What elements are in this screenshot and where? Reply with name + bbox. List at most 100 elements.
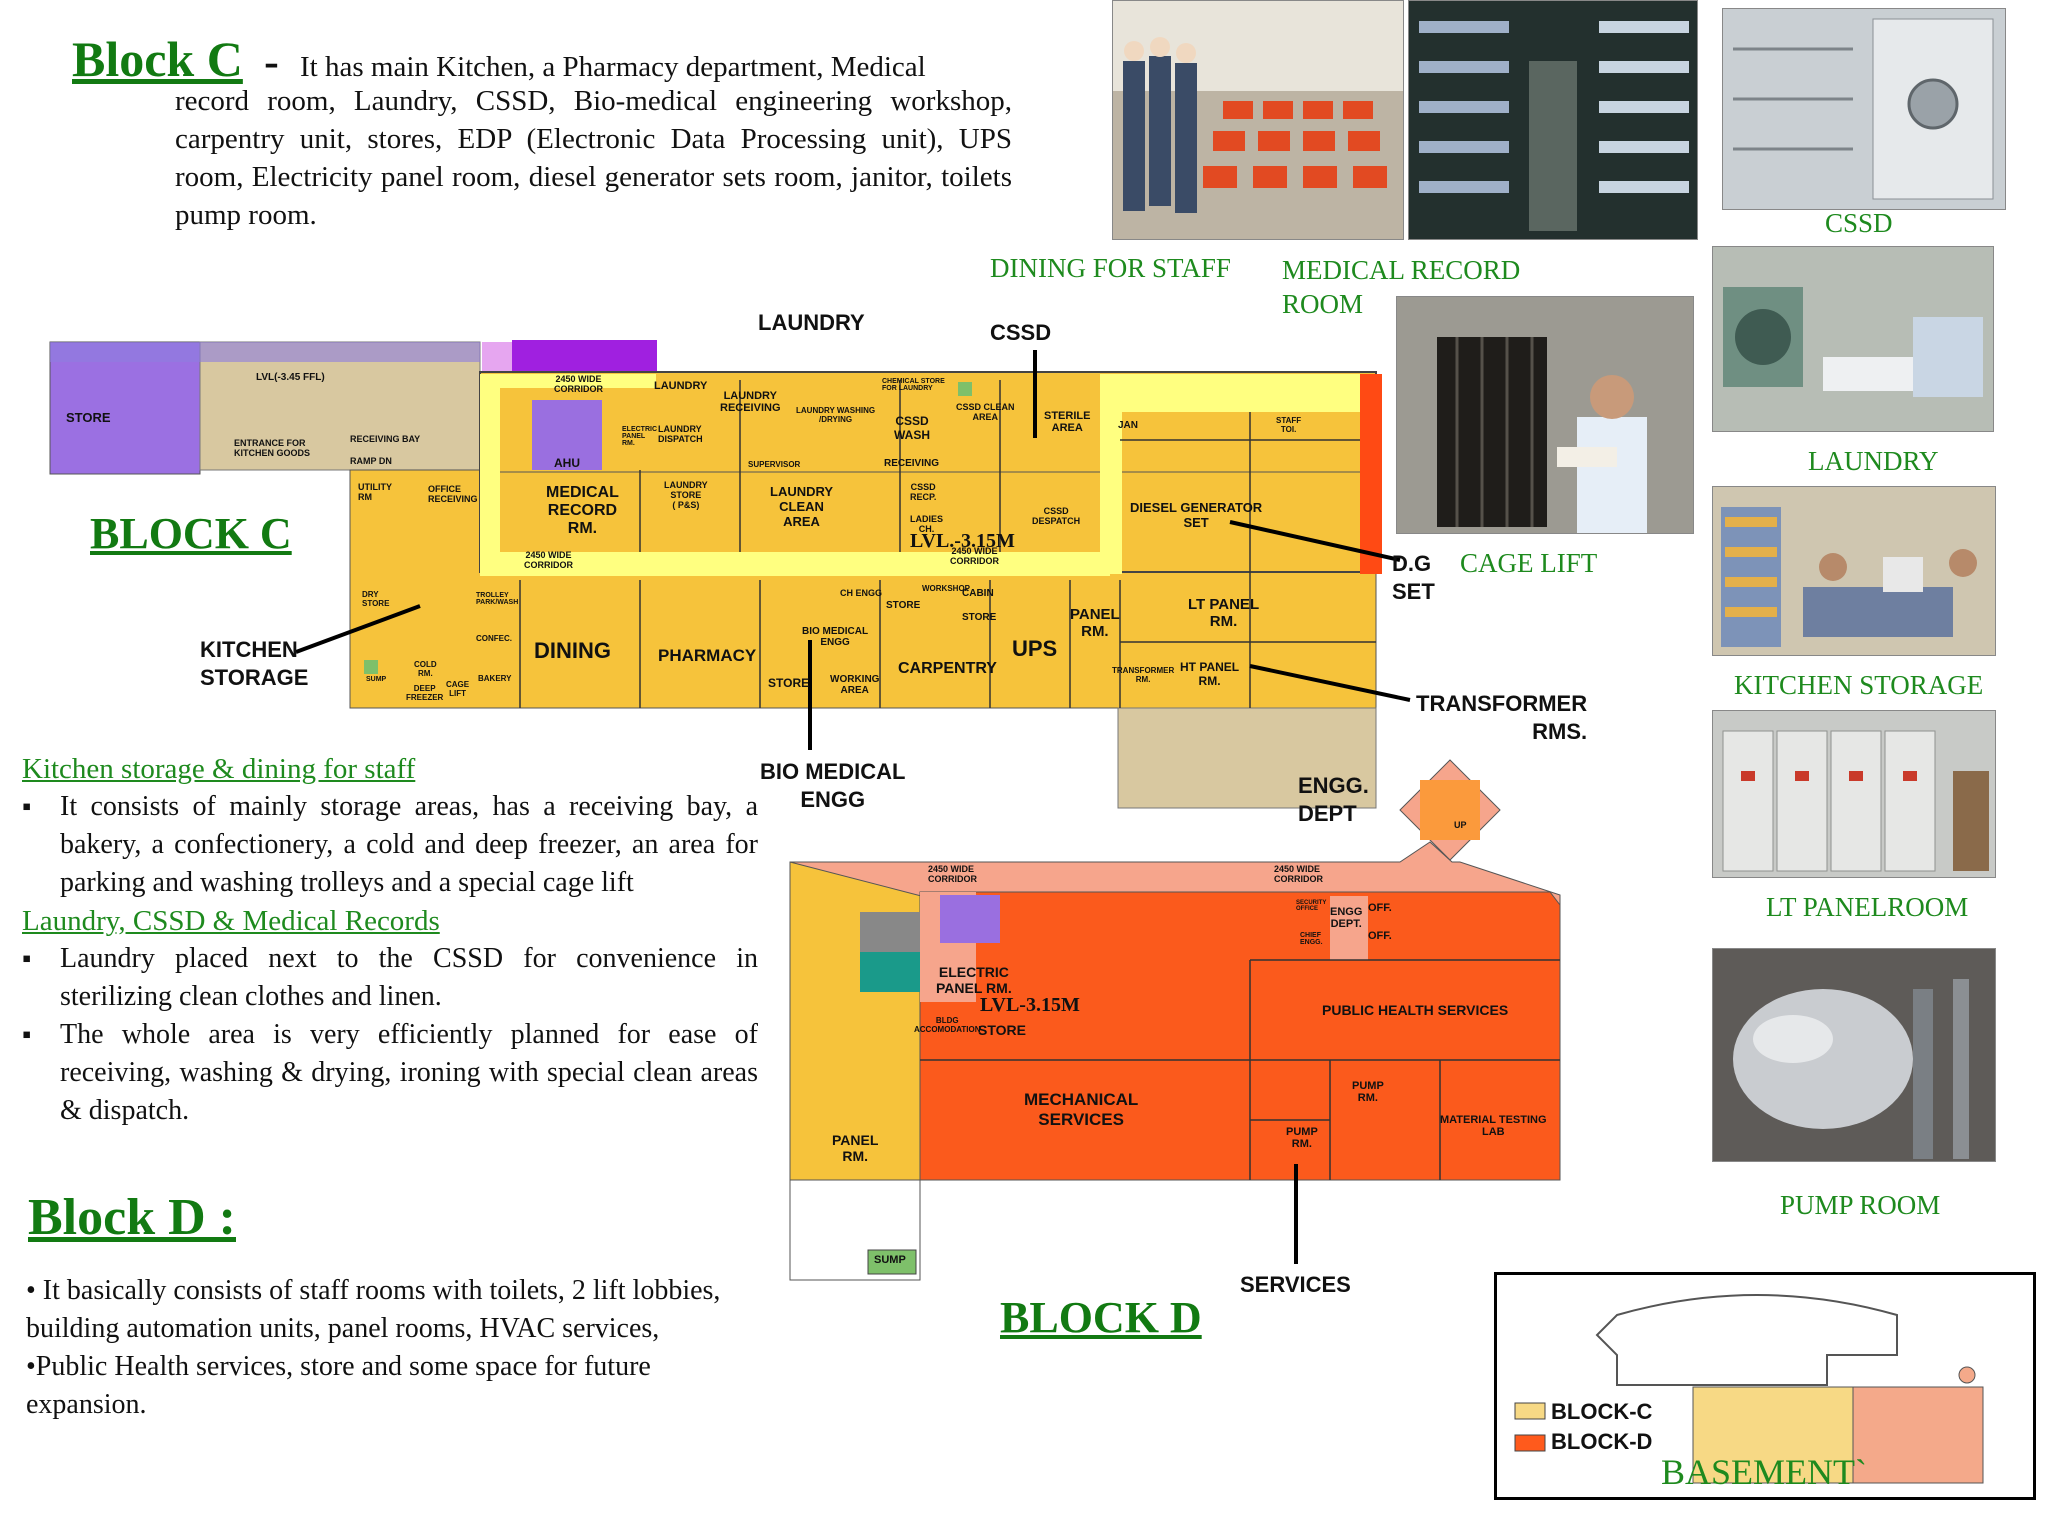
d-off1: OFF.	[1368, 902, 1392, 914]
laundry-caption: LAUNDRY	[1808, 446, 1939, 476]
room-workshop: WORKSHOP	[922, 584, 970, 593]
room-dry-store: DRY STORE	[362, 590, 390, 608]
room-chemical: CHEMICAL STORE FOR LAUNDRY	[882, 378, 945, 392]
blockc-intro-first: It has main Kitchen, a Pharmacy departme…	[300, 51, 926, 83]
block-c-plan	[49, 340, 1382, 809]
room-corridor-low: 2450 WIDE CORRIDOR	[524, 550, 573, 570]
lt-panel-photo	[1712, 710, 1996, 878]
room-transformer: TRANSFORMER RM.	[1112, 666, 1175, 684]
cssd-callout: CSSD	[990, 320, 1052, 345]
room-cabin: CABIN	[962, 588, 994, 599]
blockd-bullet-2: •Public Health services, store and some …	[26, 1351, 651, 1420]
block-c-plan-label: BLOCK C	[90, 509, 292, 558]
transformer-callout: TRANSFORMER RMS.	[1416, 691, 1588, 744]
key-plan-drawing	[1514, 1294, 1984, 1484]
kitchen-section: Kitchen storage & dining for staff It co…	[22, 750, 758, 1130]
d-store: STORE	[978, 1022, 1026, 1038]
legend-block-c: BLOCK-C	[1551, 1399, 1653, 1424]
room-store-c: STORE	[886, 600, 921, 611]
dining-caption: DINING FOR STAFF	[990, 253, 1231, 283]
room-lvl: LVL(-3.45 FFL)	[256, 372, 325, 383]
blockc-heading: Block C	[72, 31, 243, 87]
room-store-c2: STORE	[962, 612, 997, 623]
room-cold: COLD RM.	[414, 660, 437, 678]
room-bio: BIO MEDICAL ENGG	[802, 626, 869, 648]
room-utility: UTILITY RM	[358, 482, 392, 502]
room-corridor-top: 2450 WIDE CORRIDOR	[554, 374, 603, 394]
room-cssd-clean: CSSD CLEAN AREA	[956, 402, 1015, 422]
room-laundry-receiving: LAUNDRY RECEIVING	[720, 390, 781, 414]
medical-caption: MEDICAL RECORD ROOM	[1282, 255, 1521, 319]
room-staff: STAFF TOI.	[1276, 416, 1302, 434]
room-office-receiving: OFFICE RECEIVING	[428, 484, 478, 504]
kitchen-storage-photo-art	[1713, 487, 1995, 655]
laundry-bullet-2: The whole area is very efficiently plann…	[22, 1016, 758, 1130]
room-deep: DEEP FREEZER	[406, 684, 444, 702]
room-confec: CONFEC.	[476, 634, 512, 643]
room-carpentry: CARPENTRY	[898, 660, 997, 677]
d-security: SECURITY OFFICE	[1296, 900, 1327, 912]
laundry-heading: Laundry, CSSD & Medical Records	[22, 905, 440, 937]
room-sterile: STERILE AREA	[1044, 410, 1091, 434]
pump-room-photo	[1712, 948, 1996, 1162]
room-ahu: AHU	[554, 456, 580, 470]
blockd-heading: Block D :	[28, 1189, 236, 1246]
bio-medical-callout: BIO MEDICAL ENGG	[760, 759, 906, 812]
dining-photo	[1112, 0, 1404, 240]
kitchen-bullet: It consists of mainly storage areas, has…	[22, 788, 758, 902]
d-corridor-r: 2450 WIDE CORRIDOR	[1274, 864, 1323, 884]
room-store: STORE	[66, 410, 111, 425]
room-lt-panel: LT PANEL RM.	[1188, 596, 1260, 630]
room-ramp: RAMP DN	[350, 456, 392, 466]
block-d-plan-label: BLOCK D	[1000, 1293, 1202, 1342]
room-jan: JAN	[1118, 420, 1139, 431]
lt-panel-photo-art	[1713, 711, 1995, 877]
blockc-dash: -	[264, 37, 279, 86]
callout-lines	[295, 350, 1411, 1264]
room-receiving-bay: RECEIVING BAY	[350, 434, 421, 444]
d-chief: CHIEF ENGG.	[1300, 932, 1323, 946]
d-panel: PANEL RM.	[832, 1132, 879, 1164]
d-pump1: PUMP RM.	[1352, 1080, 1384, 1104]
room-cssd-recp: CSSD RECP.	[910, 482, 937, 502]
room-working: WORKING AREA	[830, 674, 880, 696]
d-pump2: PUMP RM.	[1286, 1126, 1318, 1150]
room-sump: SUMP	[366, 676, 387, 683]
room-ht-panel: HT PANEL RM.	[1180, 660, 1240, 688]
room-ch-engg: CH ENGG	[840, 588, 883, 598]
pump-room-photo-art	[1713, 949, 1995, 1161]
kitchen-heading: Kitchen storage & dining for staff	[22, 753, 416, 785]
d-electric: ELECTRIC PANEL RM.	[936, 964, 1012, 996]
room-store-bio: STORE	[768, 676, 810, 690]
room-bakery: BAKERY	[478, 674, 512, 683]
d-engg: ENGG DEPT.	[1330, 906, 1363, 930]
room-cage: CAGE LIFT	[446, 680, 470, 698]
room-diesel: DIESEL GENERATOR SET	[1130, 500, 1263, 530]
room-trolley: TROLLEY PARK/WASH	[476, 592, 519, 606]
laundry-callout: LAUNDRY	[758, 310, 865, 335]
room-supervisor: SUPERVISOR	[748, 460, 801, 469]
block-d-plan	[789, 759, 1561, 1281]
kitchen-storage-callout: KITCHEN STORAGE	[200, 637, 309, 690]
room-cssd-despatch: CSSD DESPATCH	[1032, 506, 1081, 526]
room-medical-record: MEDICAL RECORD RM.	[546, 484, 619, 537]
blockc-intro: Block C - It has main Kitchen, a Pharmac…	[72, 34, 1012, 234]
d-material: MATERIAL TESTING LAB	[1440, 1114, 1547, 1138]
laundry-bullet-1: Laundry placed next to the CSSD for conv…	[22, 940, 758, 1016]
room-receiving: RECEIVING	[884, 458, 940, 469]
pump-caption: PUMP ROOM	[1780, 1190, 1941, 1220]
key-plan: BLOCK-C BLOCK-D BASEMENT`	[1494, 1272, 2036, 1500]
blockd-bullet-1: • It basically consists of staff rooms w…	[26, 1275, 721, 1344]
cage-lift-photo-art	[1397, 297, 1693, 533]
room-electric-panel: ELECTRIC PANEL RM.	[622, 426, 657, 447]
room-laundry-store: LAUNDRY STORE ( P&S)	[664, 480, 708, 510]
medical-record-photo-art	[1409, 1, 1697, 239]
room-corridor-mid: 2450 WIDE CORRIDOR	[950, 546, 999, 566]
room-laundry-dispatch: LAUNDRY DISPATCH	[658, 424, 703, 444]
room-pharmacy: PHARMACY	[658, 646, 757, 665]
d-lvl: LVL-3.15M	[980, 994, 1080, 1016]
kitchen-caption: KITCHEN STORAGE	[1734, 670, 1984, 700]
legend-block-d: BLOCK-D	[1551, 1429, 1653, 1454]
room-cssd-wash: CSSD WASH	[894, 414, 930, 442]
room-entrance: ENTRANCE FOR KITCHEN GOODS	[234, 438, 311, 458]
